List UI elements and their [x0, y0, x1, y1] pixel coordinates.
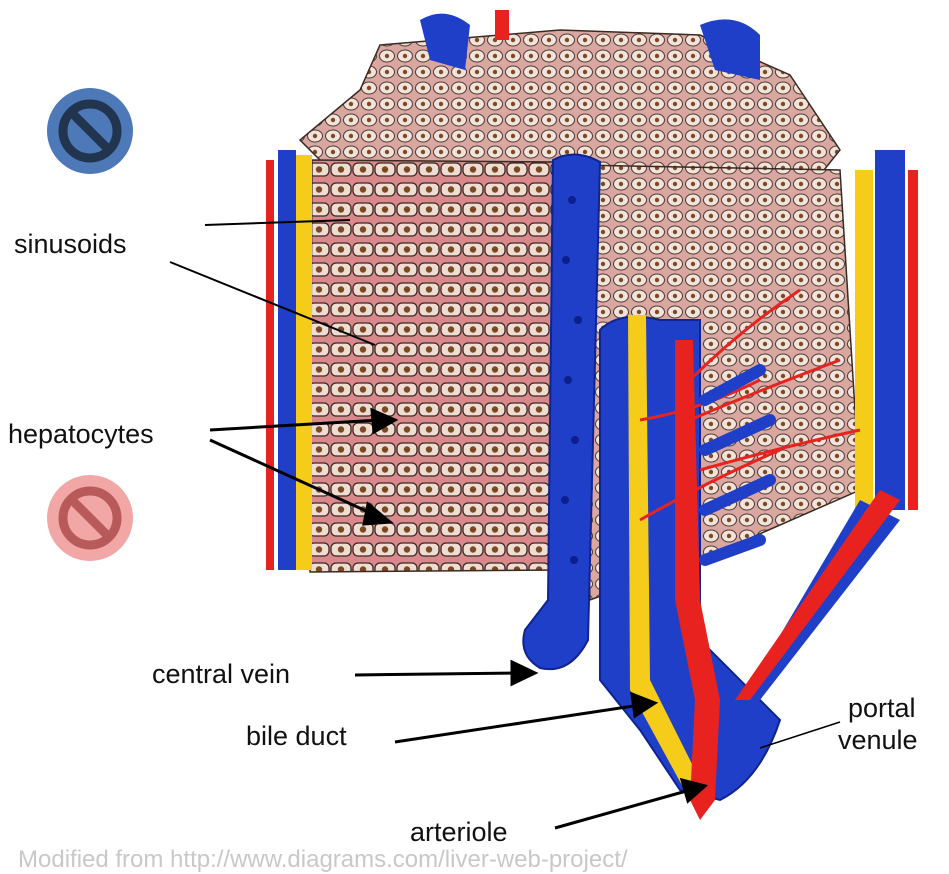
right-portal-vein [875, 150, 905, 510]
prohibited-icon-top[interactable] [44, 85, 136, 177]
label-arteriole: arteriole [410, 818, 508, 848]
left-portal-vein [278, 150, 296, 570]
right-arteriole [908, 170, 918, 510]
top-arteriole [495, 10, 509, 40]
right-bile-duct [855, 170, 873, 510]
label-bile-duct: bile duct [246, 722, 347, 752]
prohibited-icon [44, 472, 136, 564]
prohibited-icon [44, 85, 136, 177]
source-caption: Modified from http://www.diagrams.com/li… [18, 846, 628, 874]
hepatocyte-plates-face [310, 160, 560, 572]
prohibited-icon-bottom[interactable] [44, 472, 136, 564]
left-arteriole [266, 160, 274, 570]
label-venule: venule [838, 726, 918, 756]
label-hepatocytes: hepatocytes [8, 420, 154, 450]
label-portal: portal [848, 694, 916, 724]
left-bile-duct [296, 155, 312, 570]
label-sinusoids: sinusoids [14, 230, 127, 260]
label-central-vein: central vein [152, 660, 290, 690]
